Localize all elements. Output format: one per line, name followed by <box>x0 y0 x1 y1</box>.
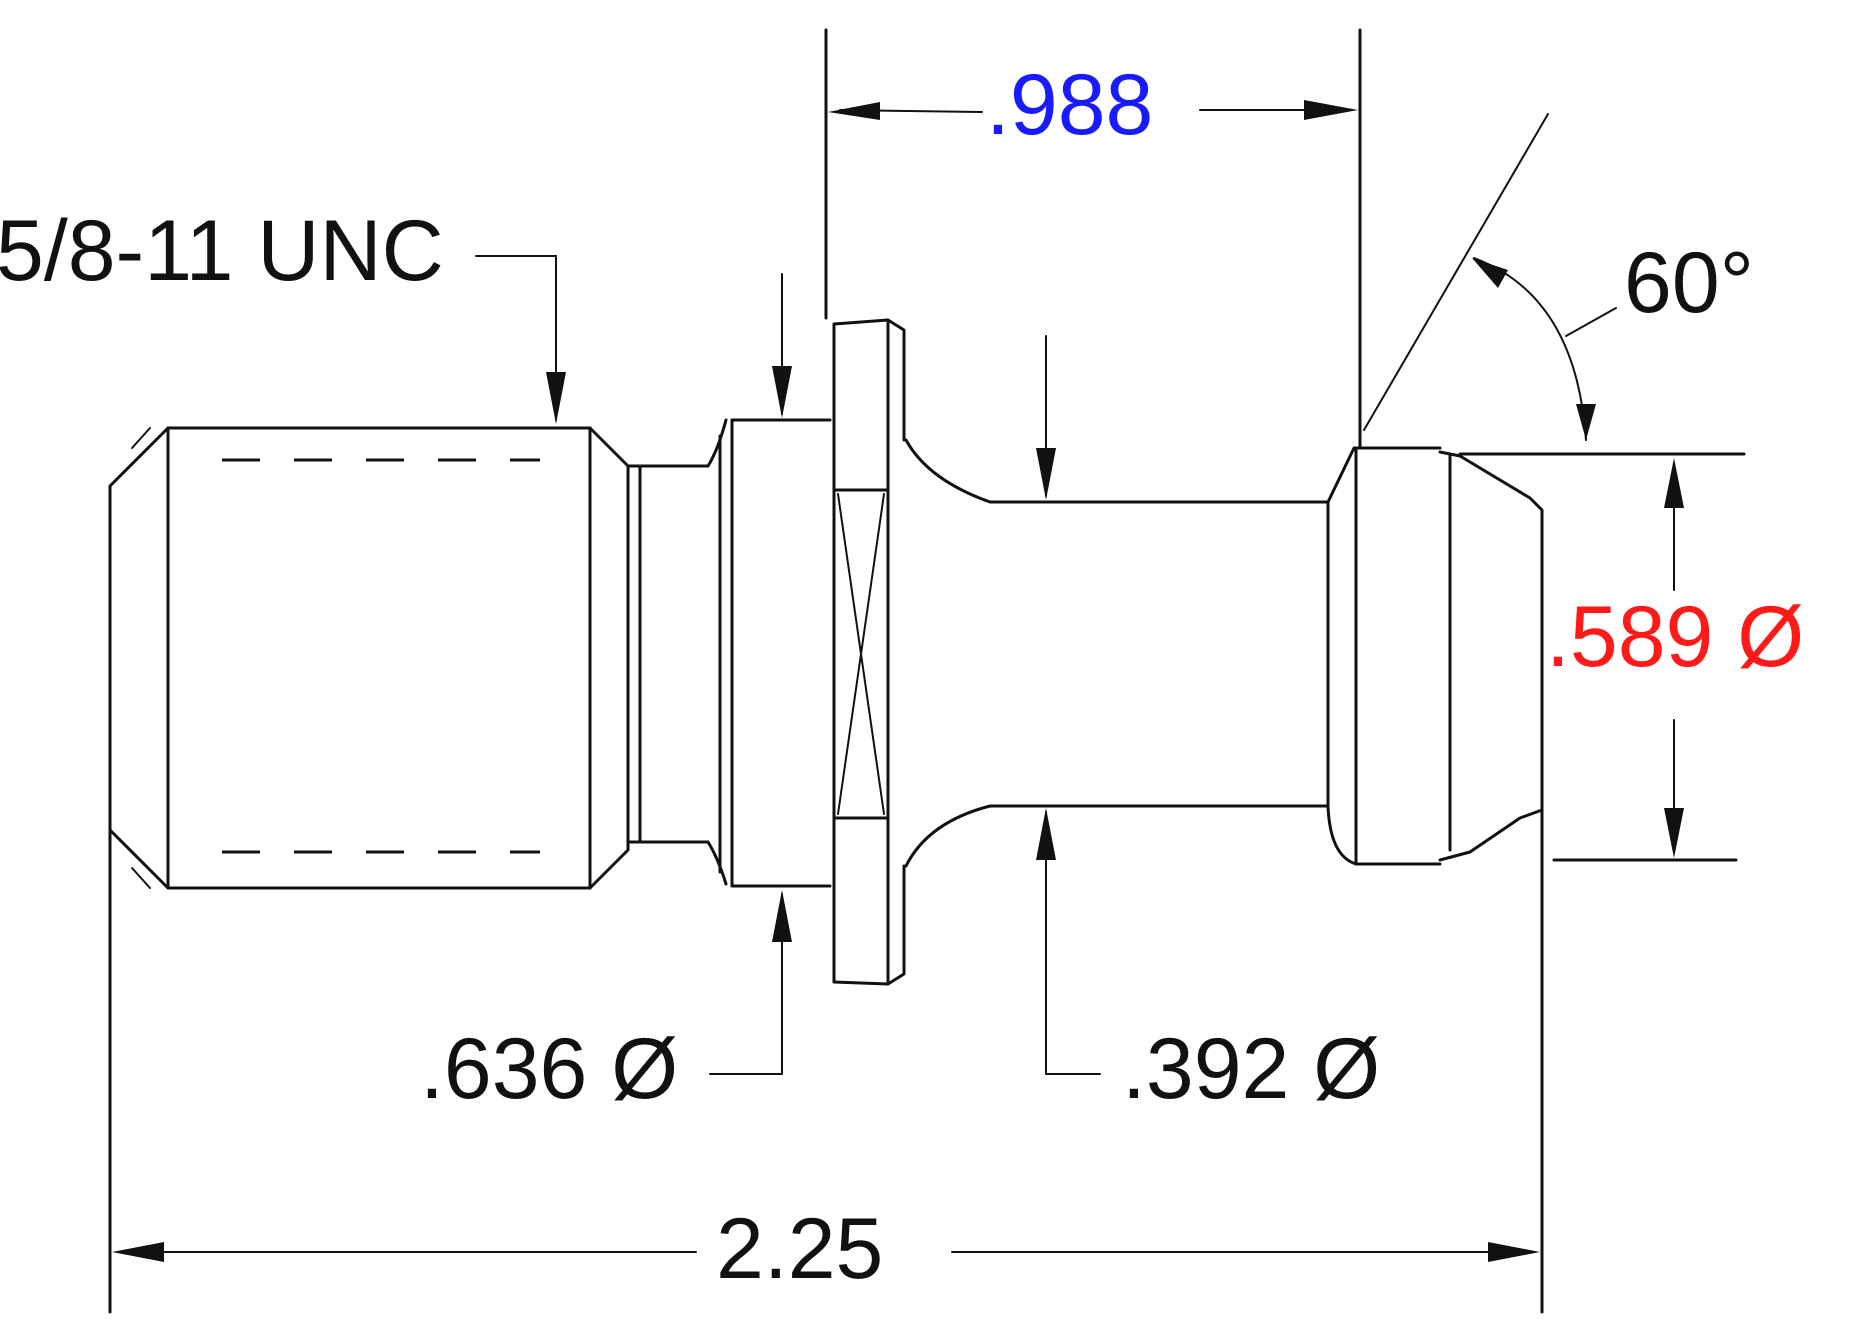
leader-thread-spec <box>475 255 566 424</box>
flange <box>832 318 906 986</box>
dimension-225-overall <box>108 808 1544 1314</box>
head-diameter-label: .589 Ø <box>1546 589 1804 685</box>
overall-length-label: 2.25 <box>716 1201 883 1297</box>
retention-head <box>1326 446 1544 866</box>
dimension-589-diameter <box>1458 452 1746 862</box>
threaded-shank <box>108 426 630 890</box>
collar <box>730 418 832 888</box>
dimension-60-degree <box>1363 113 1617 441</box>
collar-diameter-label: .636 Ø <box>420 1021 678 1117</box>
leader-neck-diameter <box>1036 335 1101 1075</box>
dimension-988 <box>824 28 1362 450</box>
length-to-head-label: .988 <box>986 57 1153 153</box>
neck <box>904 438 1330 868</box>
thread-spec-label: 5/8-11 UNC <box>0 203 444 299</box>
leader-collar-diameter <box>709 273 792 1075</box>
angle-label: 60° <box>1624 235 1754 331</box>
neck-diameter-label: .392 Ø <box>1122 1021 1380 1117</box>
relief-groove <box>626 418 728 886</box>
